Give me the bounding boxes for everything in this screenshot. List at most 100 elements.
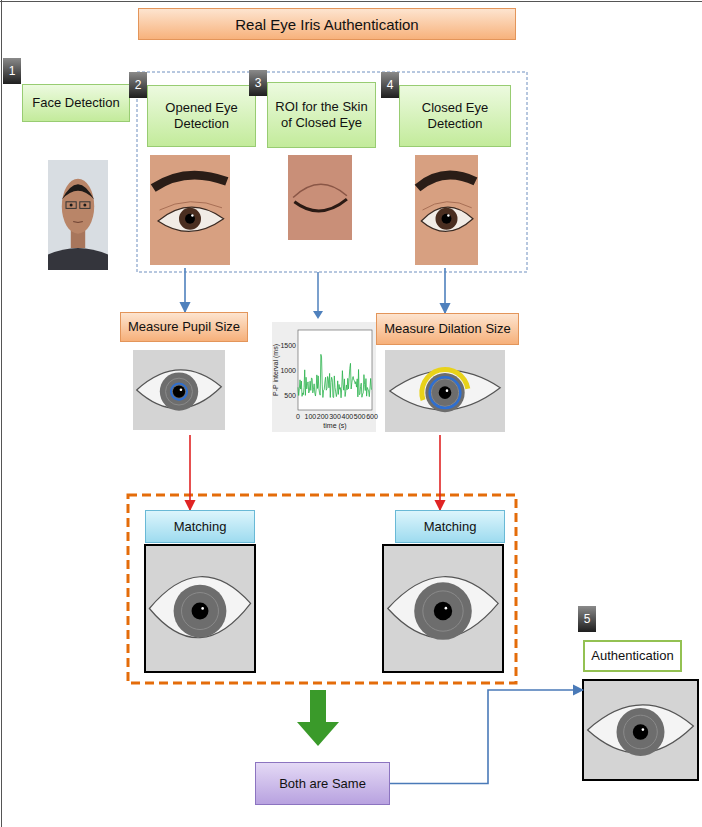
sclera [158,207,224,231]
callout-number: 5 [578,606,596,632]
connector-arrow [390,690,583,784]
iris-ring [182,593,219,630]
pupil [633,724,648,739]
face-photo [48,160,108,270]
eye [70,204,73,207]
closed-eye-photo [288,155,352,240]
axis-label: 1000 [280,367,296,374]
iris-image [133,350,225,430]
pupil [439,386,452,399]
glint [446,389,449,392]
eye [83,204,86,207]
group-outline [137,72,527,272]
leader-arrow [317,272,319,312]
glint [447,214,449,216]
box-label: Opened Eye Detection [147,85,256,147]
step-box: Closed Eye Detection [399,85,511,268]
box-label: Matching [145,510,255,543]
box-text: Both are Same [279,776,366,792]
axis-label: 300 [329,413,341,420]
iris-image [583,680,698,780]
axis-label: 1500 [280,342,296,349]
glint [201,607,204,610]
signal-line [298,354,372,397]
iris [414,582,472,640]
chart-plot [298,330,372,410]
arrowhead [313,311,323,319]
box-text: ROI for the Skin of Closed Eye [274,99,369,130]
group-outline [128,495,516,683]
box-label: Measure Dilation Size [376,313,519,345]
box-label: Authentication [583,640,682,672]
step-box: Opened Eye Detection [147,85,256,268]
skin [288,155,352,240]
box-text: Matching [174,519,227,535]
merge-arrow [297,690,339,746]
dilation-arc [419,367,470,401]
box-label: ROI for the Skin of Closed Eye [267,82,376,148]
eyebrow [153,175,227,188]
pupil [442,214,452,224]
closed-lid-line [294,199,346,211]
box-text: Closed Eye Detection [406,100,504,131]
glint [445,607,448,610]
box-label: Measure Pupil Size [120,312,248,342]
glasses [66,202,76,209]
iris-ring [431,379,459,407]
axis-label: 200 [317,413,329,420]
glint [180,388,183,391]
frame-line [1,0,2,827]
title-box: Real Eye Iris Authentication [138,8,516,40]
step-box: ROI for the Skin of Closed Eye [267,82,376,242]
eye-photo [150,155,230,265]
axis-label: 0 [296,413,300,420]
pupil [192,603,209,620]
connector-arrow [439,435,441,510]
connector-arrow [189,435,191,510]
head [62,179,94,234]
chart-background [272,322,376,432]
mouth [73,221,83,223]
iris-image [385,350,505,432]
box-label: Matching [395,510,505,543]
matching-box: Matching [383,510,505,672]
box-label: Closed Eye Detection [399,85,511,147]
sclera [421,207,473,231]
eyelid [293,184,347,197]
box-text: Opened Eye Detection [154,100,249,131]
pupil-circle [171,384,187,400]
iris [617,708,665,756]
iris [179,208,201,230]
iris [425,373,464,412]
box-text: Measure Pupil Size [128,319,240,335]
pupil [185,214,195,224]
axis-label: 600 [366,413,378,420]
iris-image [145,545,255,672]
frame-line [0,1,702,2]
pupil [434,602,452,620]
iris-ring [423,591,463,631]
box-text: Face Detection [32,95,119,111]
connector-arrow [444,268,446,313]
iris-ring [166,378,193,405]
iris [436,208,458,230]
axis-label: P-P interval (ms) [272,344,279,396]
eye-photo [415,155,478,265]
iris-ring [624,715,658,749]
box-text: Authentication [591,648,673,664]
image-background [133,350,225,430]
axis-label: 500 [354,413,366,420]
output-box: Authentication [583,640,698,780]
axis-label: 100 [304,413,316,420]
axis-label: 400 [341,413,353,420]
axis-label: 500 [284,392,296,399]
process-box: Measure Pupil Size [120,312,248,435]
iris [160,372,198,410]
callout-number: 4 [381,72,399,98]
box-text: Measure Dilation Size [384,321,510,337]
image-background [145,545,255,672]
skin [150,155,230,265]
box-label: Face Detection [22,84,130,122]
